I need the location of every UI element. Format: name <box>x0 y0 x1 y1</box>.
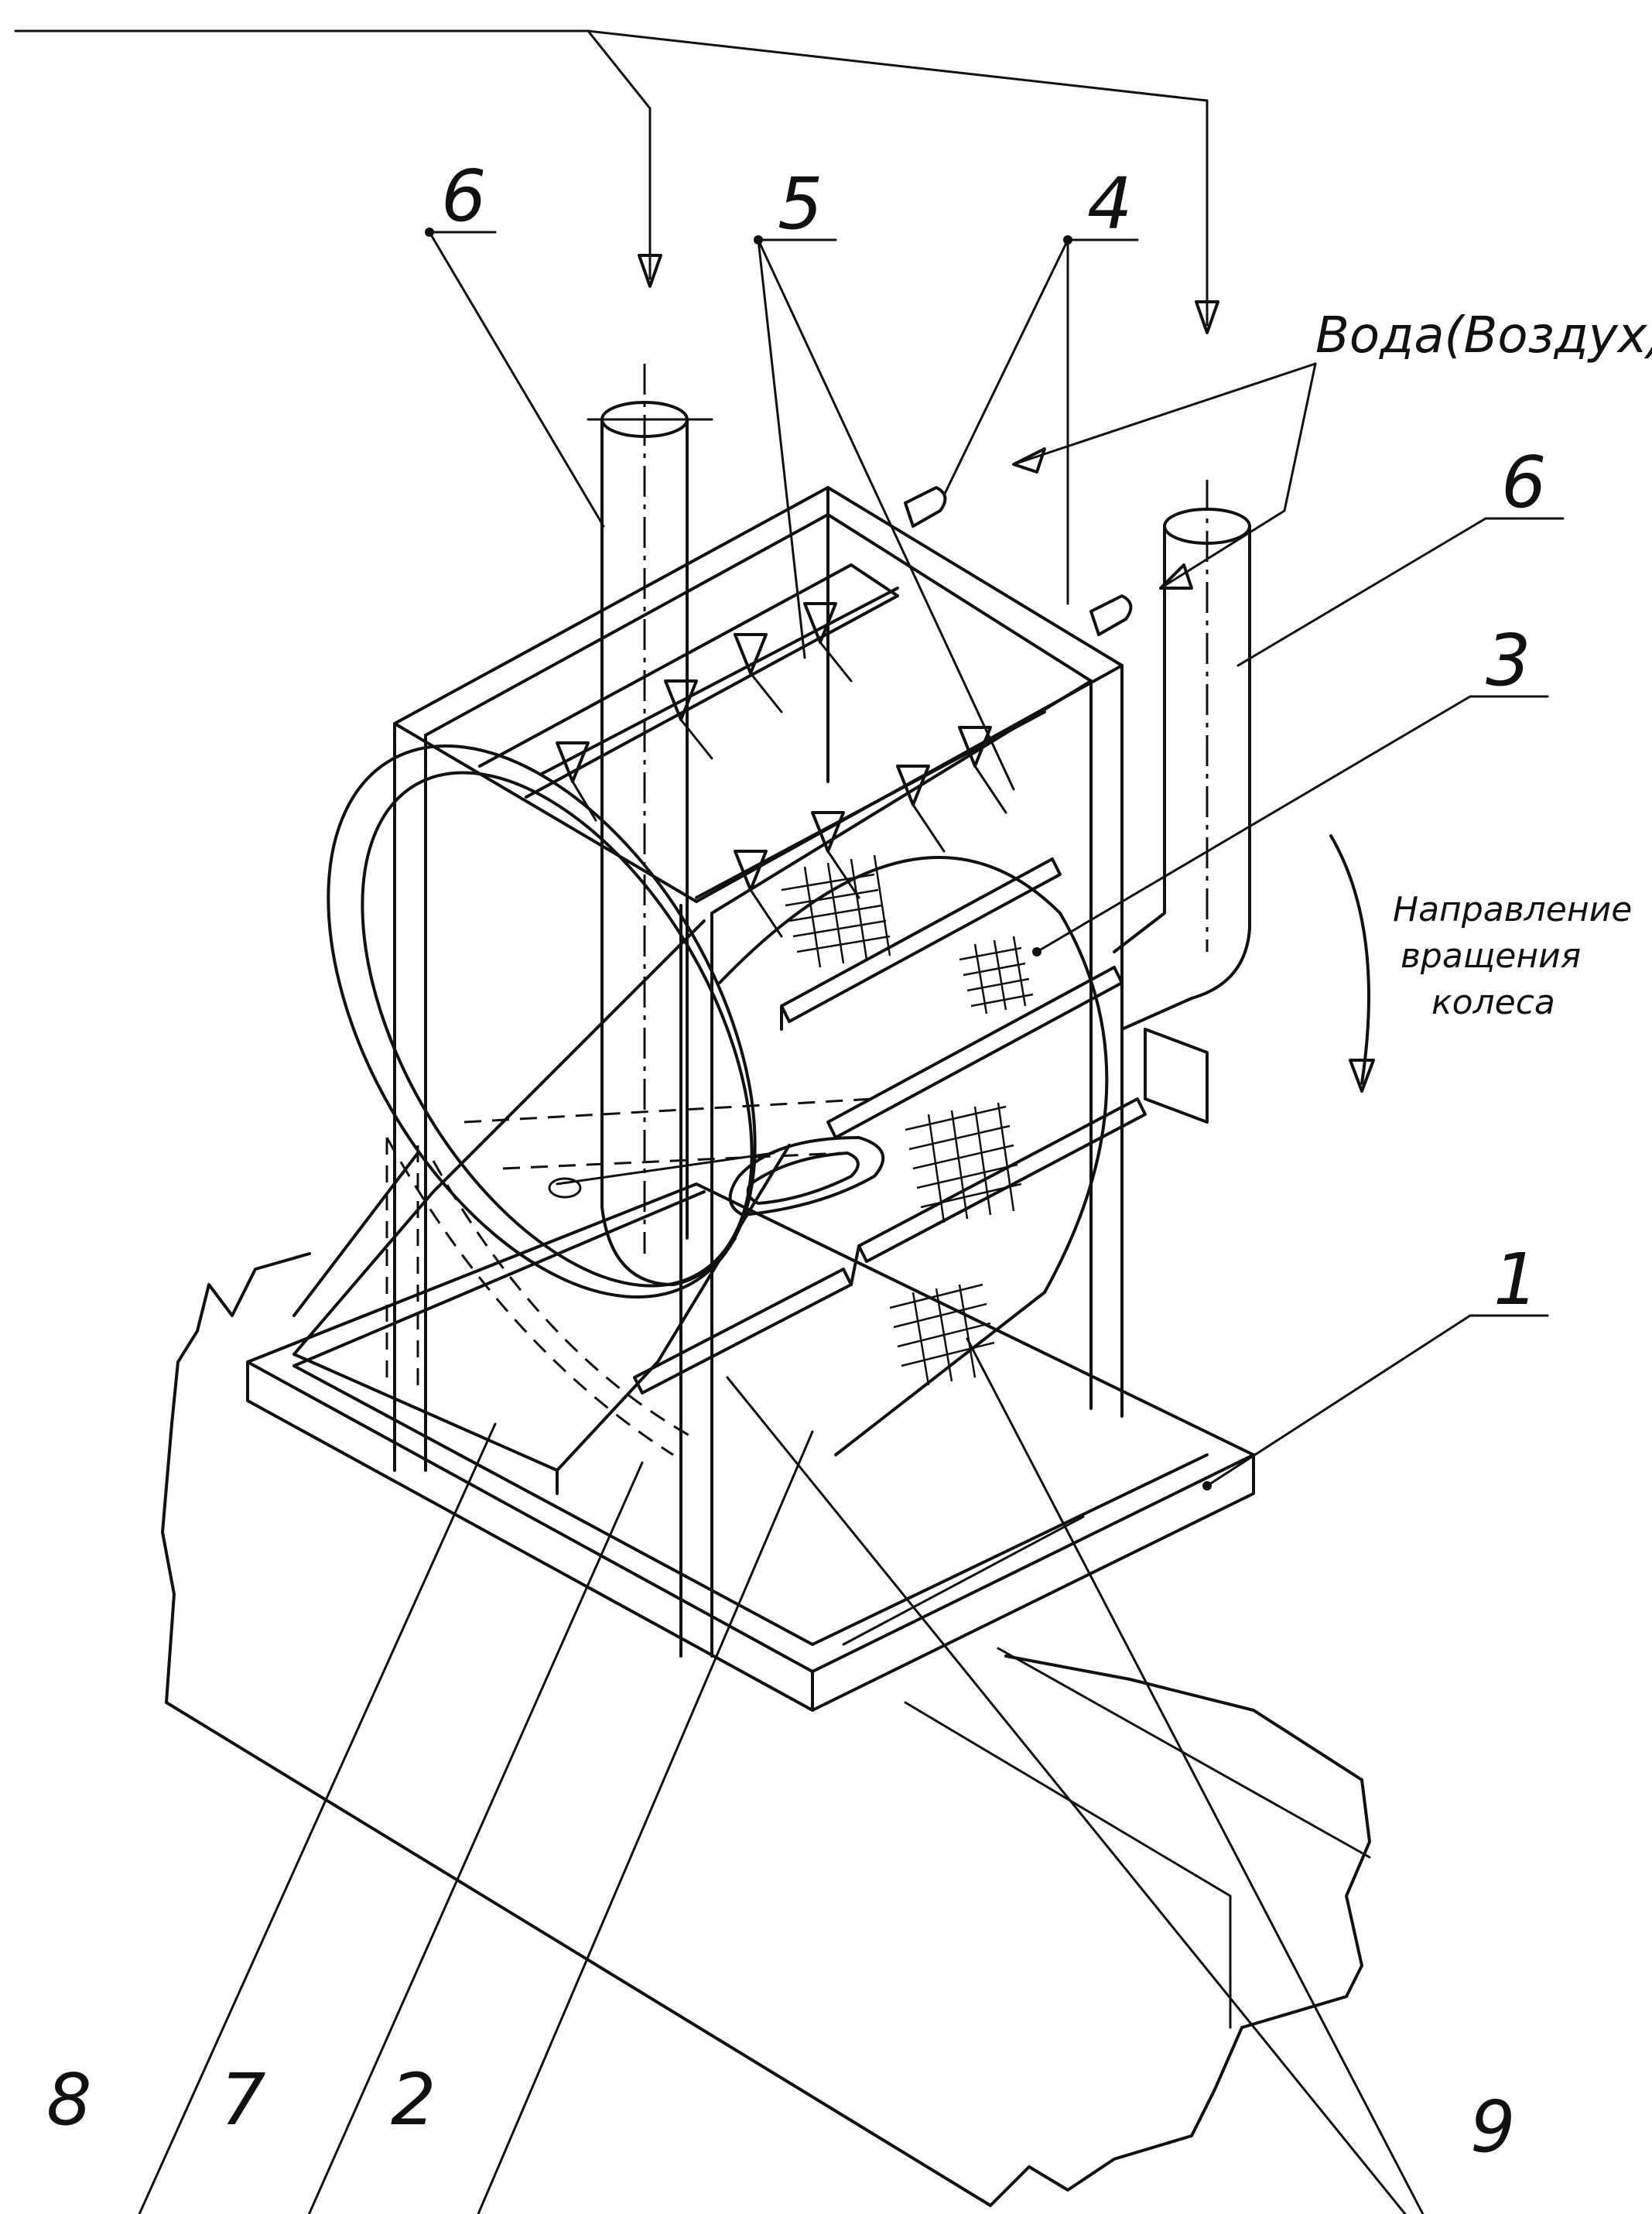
leader-lines <box>138 228 1565 2214</box>
discharge-chute <box>292 919 791 1495</box>
base-frame <box>246 1182 1255 1712</box>
rotation-label-line3: колеса <box>1431 983 1555 1022</box>
medium-label: Вода(Воздух) <box>1315 307 1652 364</box>
drum-blades <box>633 857 1147 1394</box>
callout-1: 1 <box>1493 1238 1539 1321</box>
mesh-hatches <box>781 854 1034 1386</box>
spray-nozzles <box>540 486 1133 938</box>
ground-slab <box>161 1252 1371 2207</box>
flow-lines <box>14 29 1317 590</box>
callout-9: 9 <box>1470 2086 1516 2168</box>
callout-4: 4 <box>1087 163 1133 245</box>
rotation-label-line1: Направление <box>1393 890 1632 929</box>
callout-8: 8 <box>46 2058 92 2141</box>
callout-6-right: 6 <box>1501 441 1547 524</box>
upright-frame <box>393 486 1124 1658</box>
callout-2: 2 <box>391 2058 436 2141</box>
callout-5: 5 <box>778 163 823 245</box>
rotation-arrow <box>1329 834 1375 1093</box>
callout-3: 3 <box>1486 619 1531 702</box>
callout-7: 7 <box>221 2058 266 2141</box>
rotation-label-line2: вращения <box>1401 936 1581 976</box>
drum-wheel <box>327 744 1109 1456</box>
callout-6-left: 6 <box>441 155 487 238</box>
